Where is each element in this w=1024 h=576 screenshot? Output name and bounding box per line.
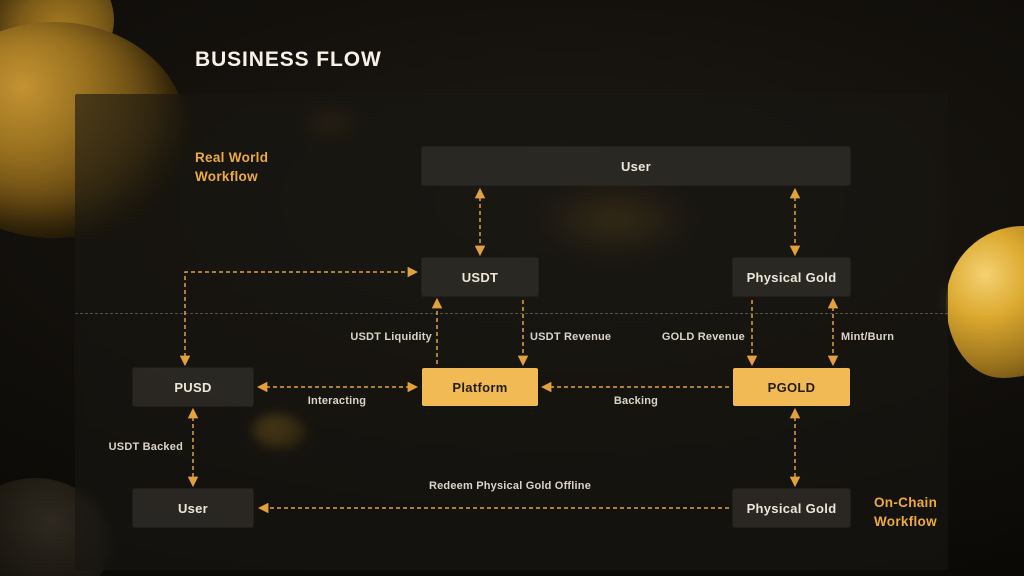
on-chain-workflow-line1: On-Chain	[874, 495, 938, 510]
page-title: BUSINESS FLOW	[195, 48, 382, 71]
node-pgold: PGOLD	[733, 368, 850, 406]
edge-label-usdt-backed: USDT Backed	[108, 441, 183, 453]
edge-label-usdt-revenue: USDT Revenue	[530, 331, 612, 343]
node-physical-gold-bottom: Physical Gold	[733, 489, 850, 527]
real-world-workflow-line1: Real World	[195, 150, 269, 165]
edge-label-usdt-liquidity: USDT Liquidity	[350, 331, 432, 343]
real-world-workflow-line2: Workflow	[195, 168, 258, 184]
on-chain-workflow-label: On-Chain Workflow	[874, 494, 937, 532]
real-world-workflow-label: Real World Workflow	[195, 149, 268, 187]
edge-label-gold-revenue: GOLD Revenue	[661, 331, 745, 343]
node-usdt: USDT	[422, 258, 538, 296]
node-physical-gold-top: Physical Gold	[733, 258, 850, 296]
edge-label-backing: Backing	[613, 395, 659, 407]
node-user-bottom: User	[133, 489, 253, 527]
node-pusd: PUSD	[133, 368, 253, 406]
edge-label-mint-burn: Mint/Burn	[841, 331, 895, 343]
workflow-divider-line	[75, 313, 948, 314]
node-user-top: User	[422, 147, 850, 185]
edge-label-interacting: Interacting	[307, 395, 367, 407]
edge-label-redeem-offline: Redeem Physical Gold Offline	[428, 480, 592, 492]
on-chain-workflow-line2: Workflow	[874, 513, 937, 529]
gold-nugget-right-edge	[946, 226, 1024, 378]
node-platform: Platform	[422, 368, 538, 406]
